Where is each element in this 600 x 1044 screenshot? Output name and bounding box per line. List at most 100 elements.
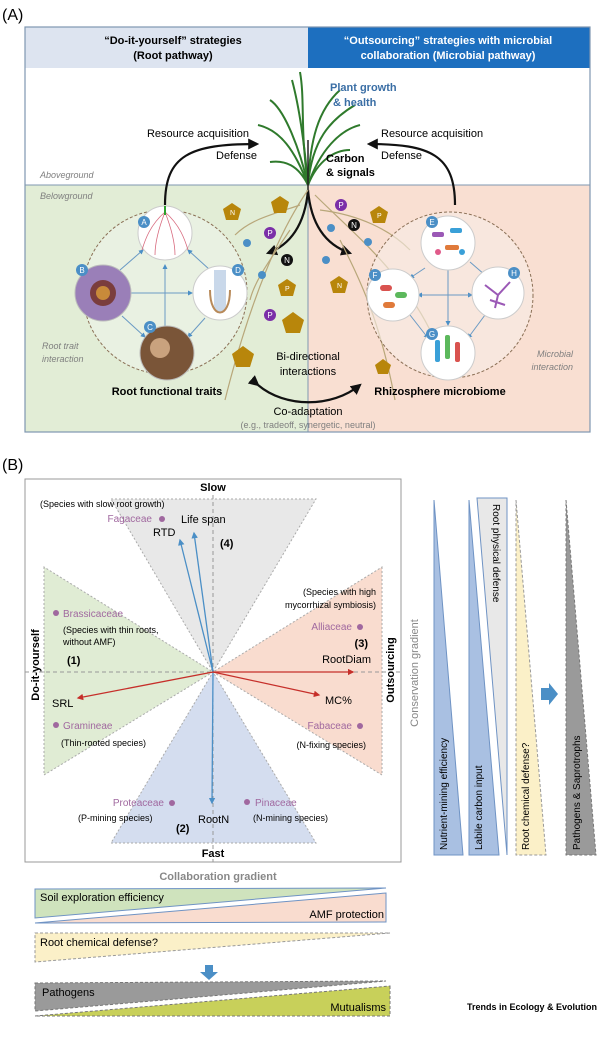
root-chemical-defense-bar bbox=[515, 499, 547, 856]
proteaceae-label: Proteaceae bbox=[113, 798, 165, 809]
root-trait-interaction-line1: Root trait bbox=[42, 341, 79, 351]
panel-a-label: (A) bbox=[2, 7, 23, 24]
quadrant-1-wedge bbox=[43, 566, 214, 776]
proteaceae-desc: (P-mining species) bbox=[78, 813, 153, 823]
soil-exploration-bar bbox=[34, 887, 387, 919]
root-physical-defense-bar bbox=[476, 497, 508, 856]
fabaceae-label: Fabaceae bbox=[308, 721, 353, 732]
plant-growth-line2: & health bbox=[333, 97, 377, 109]
pinaceae-label: Pinaceae bbox=[255, 798, 297, 809]
svg-text:B: B bbox=[79, 266, 84, 275]
gramineae-label: Gramineae bbox=[63, 721, 113, 732]
root-n-label: RootN bbox=[198, 814, 229, 826]
root-chemical-defense-collab-label: Root chemical defense? bbox=[40, 937, 158, 949]
coadaptation-label: Co-adaptation bbox=[273, 406, 342, 418]
rtd-label: RTD bbox=[153, 527, 175, 539]
collaboration-gradient: Collaboration gradient Soil exploration … bbox=[34, 871, 391, 1017]
trait-circle-d: D bbox=[192, 264, 248, 321]
svg-text:N: N bbox=[337, 283, 342, 290]
amf-protection-bar bbox=[34, 892, 387, 924]
bidirectional-line1: Bi-directional bbox=[276, 351, 340, 363]
root-chemical-defense-collab-bar bbox=[34, 932, 391, 963]
down-arrow-icon bbox=[200, 965, 218, 980]
header-left-line2: (Root pathway) bbox=[133, 50, 213, 62]
svg-text:P: P bbox=[338, 201, 343, 210]
labile-carbon-bar bbox=[468, 499, 500, 856]
svg-text:N: N bbox=[284, 256, 290, 265]
panel-b-ordination: Slow Fast Do-it-yourself Outsourcing (Sp… bbox=[24, 478, 402, 863]
trait-circle-b: B bbox=[74, 264, 132, 322]
life-span-vector bbox=[191, 531, 214, 673]
labile-carbon-label: Labile carbon input bbox=[474, 765, 485, 850]
mutualisms-bar bbox=[34, 985, 391, 1017]
q4-number: (4) bbox=[220, 538, 234, 550]
belowground-label: Belowground bbox=[40, 191, 94, 201]
life-span-label: Life span bbox=[181, 514, 226, 526]
outsourcing-label: Outsourcing bbox=[385, 637, 397, 702]
alliaceae-point bbox=[357, 624, 363, 630]
microbial-interaction-line1: Microbial bbox=[537, 349, 574, 359]
root-physical-defense-label: Root physical defense bbox=[490, 504, 501, 603]
do-it-yourself-label: Do-it-yourself bbox=[30, 629, 42, 701]
pathogens-saprotrophs-label: Pathogens & Saprotrophs bbox=[572, 735, 583, 850]
header-left-bg bbox=[25, 27, 308, 68]
fabaceae-desc: (N-fixing species) bbox=[296, 740, 366, 750]
amf-protection-label: AMF protection bbox=[309, 909, 384, 921]
root-pathway-arrow bbox=[163, 138, 260, 206]
nutrient-mining-bar bbox=[433, 499, 464, 856]
root-functional-traits-label: Root functional traits bbox=[112, 386, 223, 398]
defense-right: Defense bbox=[381, 150, 422, 162]
soil-exploration-label: Soil exploration efficiency bbox=[40, 892, 164, 904]
svg-text:P: P bbox=[267, 229, 272, 238]
root-n-vector bbox=[208, 671, 216, 805]
header-right-line2: collaboration (Microbial pathway) bbox=[361, 50, 536, 62]
panel-b-label: (B) bbox=[2, 457, 23, 474]
right-arrow-icon bbox=[541, 683, 558, 705]
q3-number: (3) bbox=[355, 638, 369, 650]
bidirectional-line2: interactions bbox=[280, 366, 337, 378]
slow-label: Slow bbox=[200, 482, 226, 494]
collaboration-gradient-label: Collaboration gradient bbox=[159, 871, 277, 883]
resource-acquisition-right: Resource acquisition bbox=[381, 128, 483, 140]
svg-text:N: N bbox=[351, 221, 357, 230]
mc-label: MC% bbox=[325, 695, 352, 707]
rhizosphere-microbiome-label: Rhizosphere microbiome bbox=[374, 386, 505, 398]
svg-text:D: D bbox=[235, 266, 241, 275]
microbe-circle-f: F bbox=[366, 268, 420, 322]
pathogens-label: Pathogens bbox=[42, 987, 95, 999]
bidirectional-arrow bbox=[247, 375, 362, 404]
q3-desc-line1: (Species with high bbox=[303, 587, 376, 597]
resource-acquisition-left: Resource acquisition bbox=[147, 128, 249, 140]
svg-text:E: E bbox=[429, 218, 434, 227]
quadrant-4-wedge bbox=[110, 498, 317, 673]
quadrant-3-wedge bbox=[212, 566, 383, 776]
pinaceae-point bbox=[244, 799, 250, 805]
plant-icon bbox=[257, 71, 361, 190]
fast-label: Fast bbox=[202, 848, 225, 860]
pathogens-bar bbox=[34, 980, 387, 1012]
svg-text:A: A bbox=[141, 218, 147, 227]
nutrient-icons: N P N P P P P N N bbox=[223, 196, 391, 374]
microbial-pathway-arrow bbox=[366, 138, 457, 206]
carbon-signals-line2: & signals bbox=[326, 167, 375, 179]
root-trait-interaction-line2: interaction bbox=[42, 354, 84, 364]
q2-number: (2) bbox=[176, 823, 190, 835]
header-right-bg bbox=[308, 27, 590, 68]
svg-text:H: H bbox=[511, 269, 517, 278]
q3-desc-line2: mycorrhizal symbiosis) bbox=[285, 600, 376, 610]
trait-circle-c: C bbox=[139, 321, 195, 381]
alliaceae-label: Alliaceae bbox=[311, 622, 352, 633]
defense-left: Defense bbox=[216, 150, 257, 162]
svg-text:P: P bbox=[377, 213, 382, 220]
aboveground-label: Aboveground bbox=[39, 170, 95, 180]
root-chemical-defense-label: Root chemical defense? bbox=[521, 742, 532, 850]
pathogens-saprotrophs-bar bbox=[565, 499, 597, 856]
srl-label: SRL bbox=[52, 698, 73, 710]
root-diam-label: RootDiam bbox=[322, 654, 371, 666]
fagaceae-label: Fagaceae bbox=[108, 514, 153, 525]
svg-text:N: N bbox=[230, 210, 235, 217]
fabaceae-point bbox=[357, 723, 363, 729]
nutrient-mining-label: Nutrient-mining efficiency bbox=[439, 738, 450, 850]
svg-text:F: F bbox=[373, 271, 378, 280]
